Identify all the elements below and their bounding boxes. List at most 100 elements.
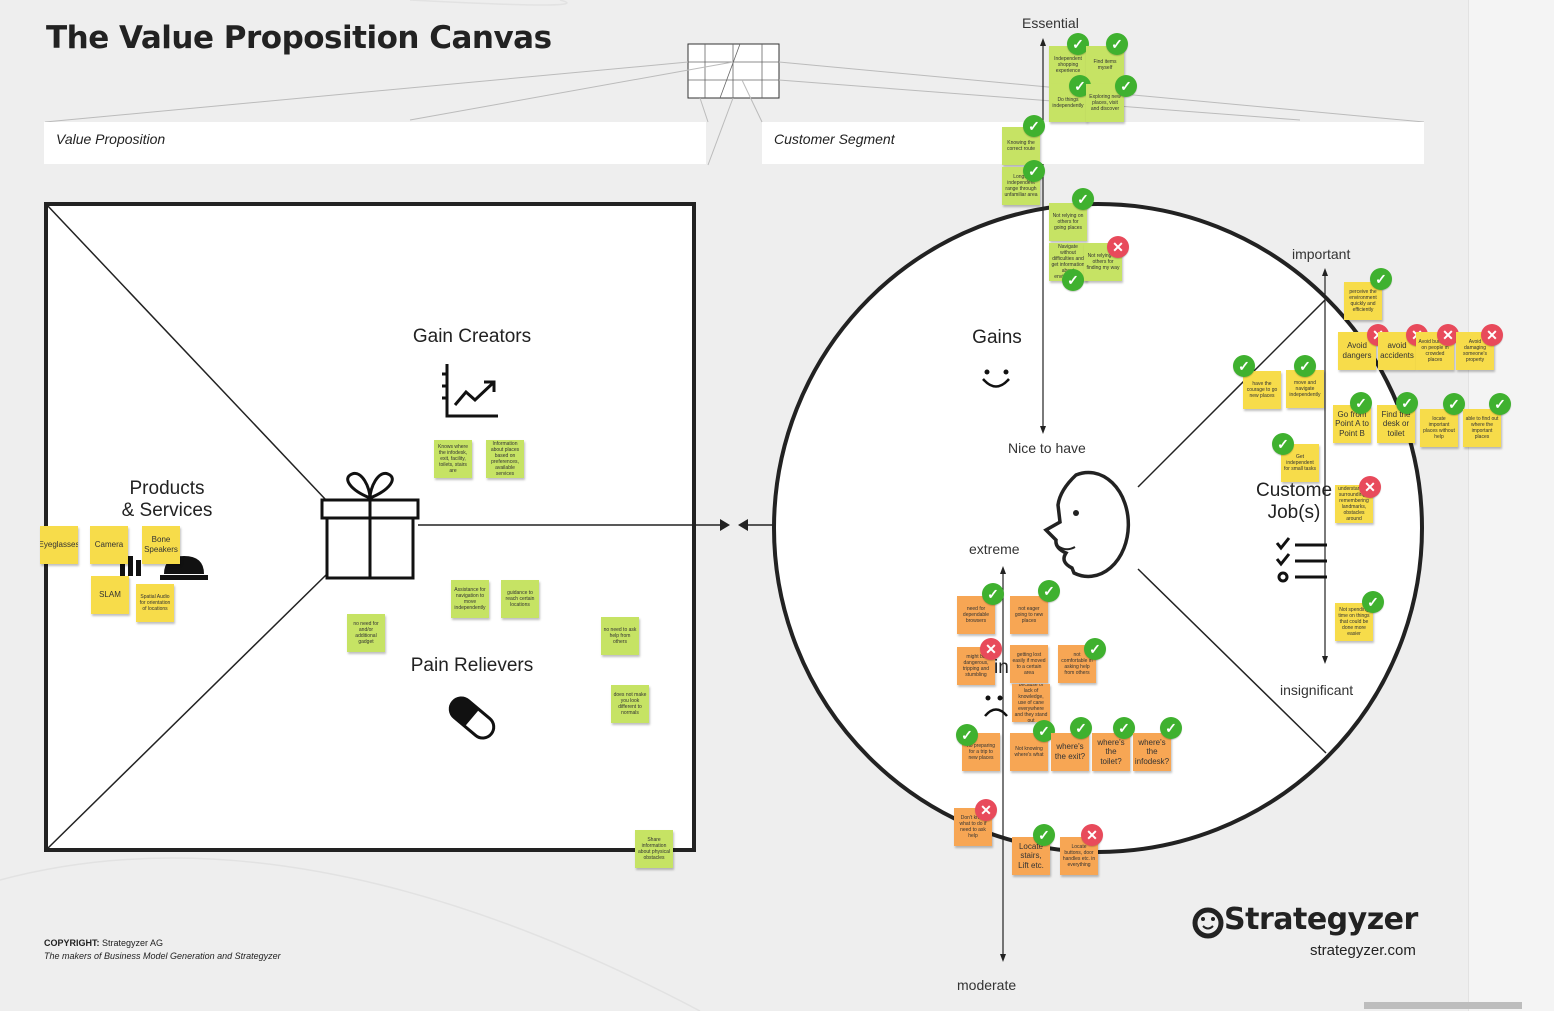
sticky-note-pain-reliever[interactable]: Assistance for navigation to move indepe… [451,580,489,618]
sticky-note-gain-creator[interactable]: Information about places based on prefer… [486,440,524,478]
gains-axis-bottom-label: Nice to have [1008,440,1086,456]
checklist-icon [1275,537,1327,583]
products-services-label: Products & Services [100,478,234,522]
sticky-note-product[interactable]: Bone Speakers [142,526,180,564]
sticky-note-gain[interactable]: Not relying on others for going places [1049,203,1087,241]
sticky-note-pain-reliever[interactable]: no need for and/or additional gadget [347,614,385,652]
brand-name: Strategyzer [1192,902,1418,937]
sticky-note-pain[interactable]: not eager going to new places [1010,596,1048,634]
sticky-note-job[interactable]: Find the desk or toilet [1377,405,1415,443]
copyright-notice: COPYRIGHT: Strategyzer AG The makers of … [44,938,281,961]
sticky-note-pain[interactable]: need for dependable browsers [957,596,995,634]
check-icon: ✓ [1489,393,1511,415]
check-icon: ✓ [1038,580,1060,602]
sticky-note-gain[interactable]: Knowing the correct route [1002,127,1040,165]
sticky-note-pain[interactable]: where's the exit? [1051,733,1089,771]
sticky-note-pain[interactable]: getting lost easily if moved to a certai… [1010,645,1048,683]
sad-face-icon [984,695,1008,717]
sticky-note-job[interactable]: have the courage to go new places [1243,371,1281,409]
smiley-icon [982,369,1010,388]
check-icon: ✓ [1070,717,1092,739]
check-icon: ✓ [1370,268,1392,290]
sticky-note-job[interactable]: avoid accidents [1378,332,1416,370]
check-icon: ✓ [1350,392,1372,414]
check-icon: ✓ [1033,720,1055,742]
check-icon: ✓ [1160,717,1182,739]
check-icon: ✓ [1069,75,1091,97]
sticky-note-job[interactable]: able to find out where the important pla… [1463,409,1501,447]
horizontal-scrollbar[interactable] [1364,1002,1522,1009]
copyright-tagline: The makers of Business Model Generation … [44,951,281,961]
sticky-note-pain[interactable]: might be dangerous, tripping and stumbli… [957,647,995,685]
jobs-axis-top-label: important [1292,246,1351,262]
brand-url[interactable]: strategyzer.com [1310,942,1416,959]
check-icon: ✓ [1067,33,1089,55]
cross-icon: ✕ [1107,236,1129,258]
check-icon: ✓ [1062,269,1084,291]
check-icon: ✓ [982,583,1004,605]
value-proposition-field[interactable]: Value Proposition [44,122,706,164]
customer-jobs-label: Custome Job(s) [1248,480,1340,524]
check-icon: ✓ [1115,75,1137,97]
gains-axis-top-label: Essential [1022,15,1079,31]
check-icon: ✓ [1294,355,1316,377]
customer-jobs-line1: Custome [1255,480,1333,501]
check-icon: ✓ [1084,638,1106,660]
pill-icon [448,696,496,740]
sticky-note-job[interactable]: Not spending time on things that could b… [1335,603,1373,641]
sticky-note-product[interactable]: Spatial Audio for orientation of locatio… [136,584,174,622]
sticky-note-pain[interactable]: where's the infodesk? [1133,733,1171,771]
customer-segment-field[interactable]: Customer Segment [762,122,1424,164]
cross-icon: ✕ [980,638,1002,660]
jobs-axis-bottom-label: insignificant [1280,682,1354,698]
copyright-label: COPYRIGHT: [44,938,100,948]
products-services-line2: & Services [121,500,213,521]
strategyzer-logo-icon [1192,907,1224,939]
background-curve [409,0,568,6]
check-icon: ✓ [1396,392,1418,414]
sticky-note-product[interactable]: Camera [90,526,128,564]
products-services-line1: Products [129,478,205,499]
sticky-note-pain[interactable]: Locate buttons, door handles etc. in eve… [1060,837,1098,875]
sticky-note-pain[interactable]: where's the toilet? [1092,733,1130,771]
sticky-note-pain-reliever[interactable]: guidance to reach certain locations [501,580,539,618]
sticky-note-product[interactable]: SLAM [91,576,129,614]
pains-axis-bottom-label: moderate [957,977,1017,993]
pains-axis-top-label: extreme [969,541,1020,557]
cross-icon: ✕ [1359,476,1381,498]
board-margin [1468,0,1554,1011]
check-icon: ✓ [1362,591,1384,613]
sticky-note-gain[interactable]: Not relying on others for finding my way [1084,243,1122,281]
gain-creators-label: Gain Creators [412,326,532,347]
cross-icon: ✕ [975,799,997,821]
brand-name-text: Strategyzer [1224,902,1418,937]
customer-jobs-line2: Job(s) [1267,502,1321,523]
check-icon: ✓ [1023,160,1045,182]
cross-icon: ✕ [1437,324,1459,346]
customer-head-icon [1043,470,1131,579]
page-title: The Value Proposition Canvas [46,20,552,56]
check-icon: ✓ [1113,717,1135,739]
background-curve [0,857,701,1011]
gift-icon [320,471,420,580]
sticky-note-pain-reliever[interactable]: does not make you look different to norm… [611,685,649,723]
sticky-note-gain-creator[interactable]: Knows where the infodesk, exit, facility… [434,440,472,478]
cross-icon: ✕ [1081,824,1103,846]
check-icon: ✓ [1072,188,1094,210]
sticky-note-pain-reliever[interactable]: Share information about physical obstacl… [635,830,673,868]
pains-label: in [994,657,1009,678]
check-icon: ✓ [1023,115,1045,137]
check-icon: ✓ [956,724,978,746]
copyright-holder: Strategyzer AG [102,938,164,948]
check-icon: ✓ [1233,355,1255,377]
sticky-note-pain[interactable]: because of lack of knowledge, use of can… [1012,684,1050,722]
cross-icon: ✕ [1481,324,1503,346]
gains-label: Gains [972,327,1022,348]
check-icon: ✓ [1033,824,1055,846]
chart-up-icon [442,364,498,418]
sticky-note-product[interactable]: Eyeglasses [40,526,78,564]
sticky-note-job[interactable]: locate important places without help [1420,409,1458,447]
sticky-note-pain-reliever[interactable]: no need to ask help from others [601,617,639,655]
pain-relievers-label: Pain Relievers [410,655,534,676]
check-icon: ✓ [1272,433,1294,455]
